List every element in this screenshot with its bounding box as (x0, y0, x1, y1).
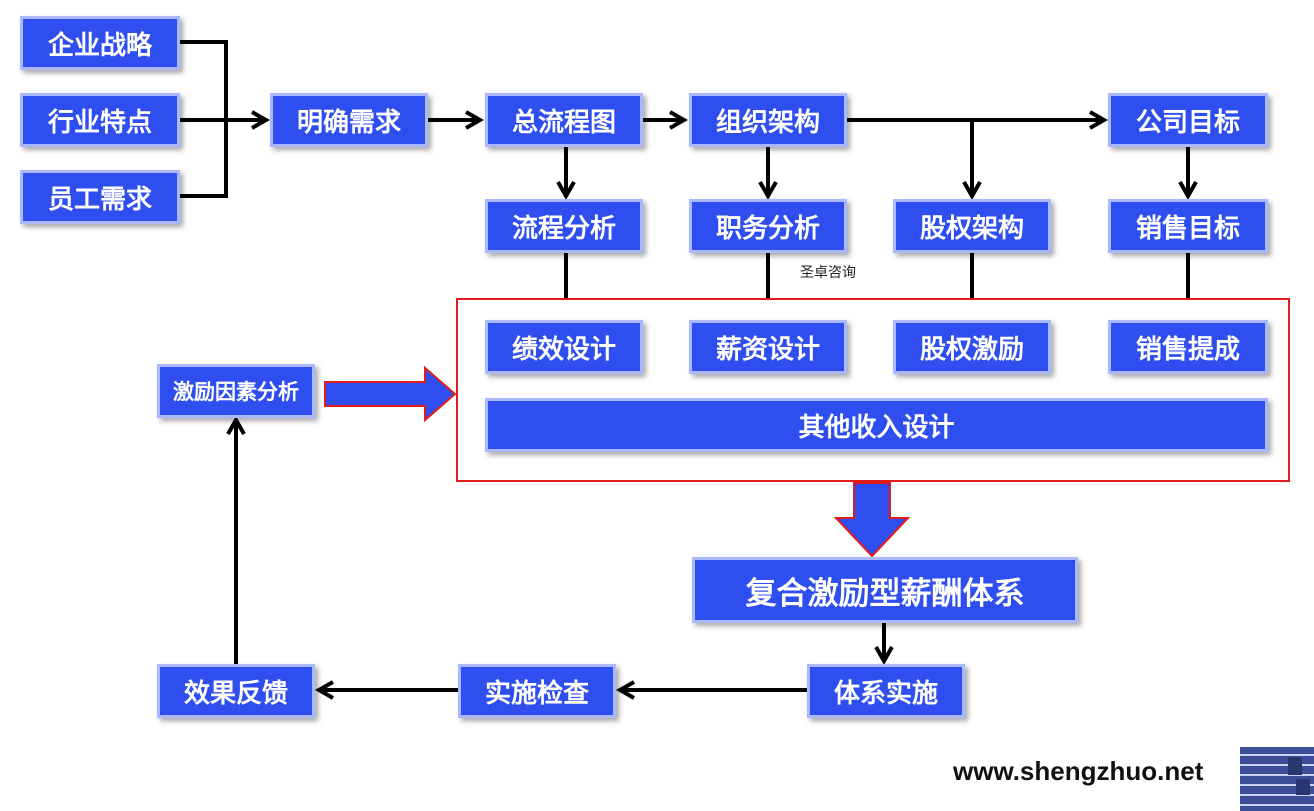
node-company-goal: 公司目标 (1108, 93, 1268, 147)
node-overall-flowchart: 总流程图 (485, 93, 643, 147)
node-sales-commission: 销售提成 (1108, 320, 1268, 374)
logo-icon (1240, 747, 1314, 811)
node-incentive-factor-analysis: 激励因素分析 (157, 364, 315, 418)
node-org-structure: 组织架构 (689, 93, 847, 147)
node-equity-structure: 股权架构 (893, 199, 1051, 253)
watermark-text: 圣卓咨询 (800, 265, 856, 281)
node-process-analysis: 流程分析 (485, 199, 643, 253)
core-design-frame (456, 298, 1290, 482)
node-composite-compensation-system: 复合激励型薪酬体系 (692, 557, 1078, 623)
node-performance-design: 绩效设计 (485, 320, 643, 374)
connector-employee (180, 120, 228, 198)
node-clarify-needs: 明确需求 (270, 93, 428, 147)
node-effect-feedback: 效果反馈 (157, 664, 315, 718)
node-sales-target: 销售目标 (1108, 199, 1268, 253)
big-arrow-right (324, 365, 457, 423)
site-url: www.shengzhuo.net (953, 756, 1204, 786)
node-employee-needs: 员工需求 (20, 170, 180, 224)
node-enterprise-strategy: 企业战略 (20, 16, 180, 70)
node-job-analysis: 职务分析 (689, 199, 847, 253)
node-implementation-check: 实施检查 (458, 664, 616, 718)
node-salary-design: 薪资设计 (689, 320, 847, 374)
connector-strategy (180, 40, 228, 120)
node-other-income-design: 其他收入设计 (485, 398, 1268, 452)
node-system-implementation: 体系实施 (807, 664, 965, 718)
big-arrow-down (833, 482, 911, 558)
node-industry-features: 行业特点 (20, 93, 180, 147)
node-equity-incentive: 股权激励 (893, 320, 1051, 374)
